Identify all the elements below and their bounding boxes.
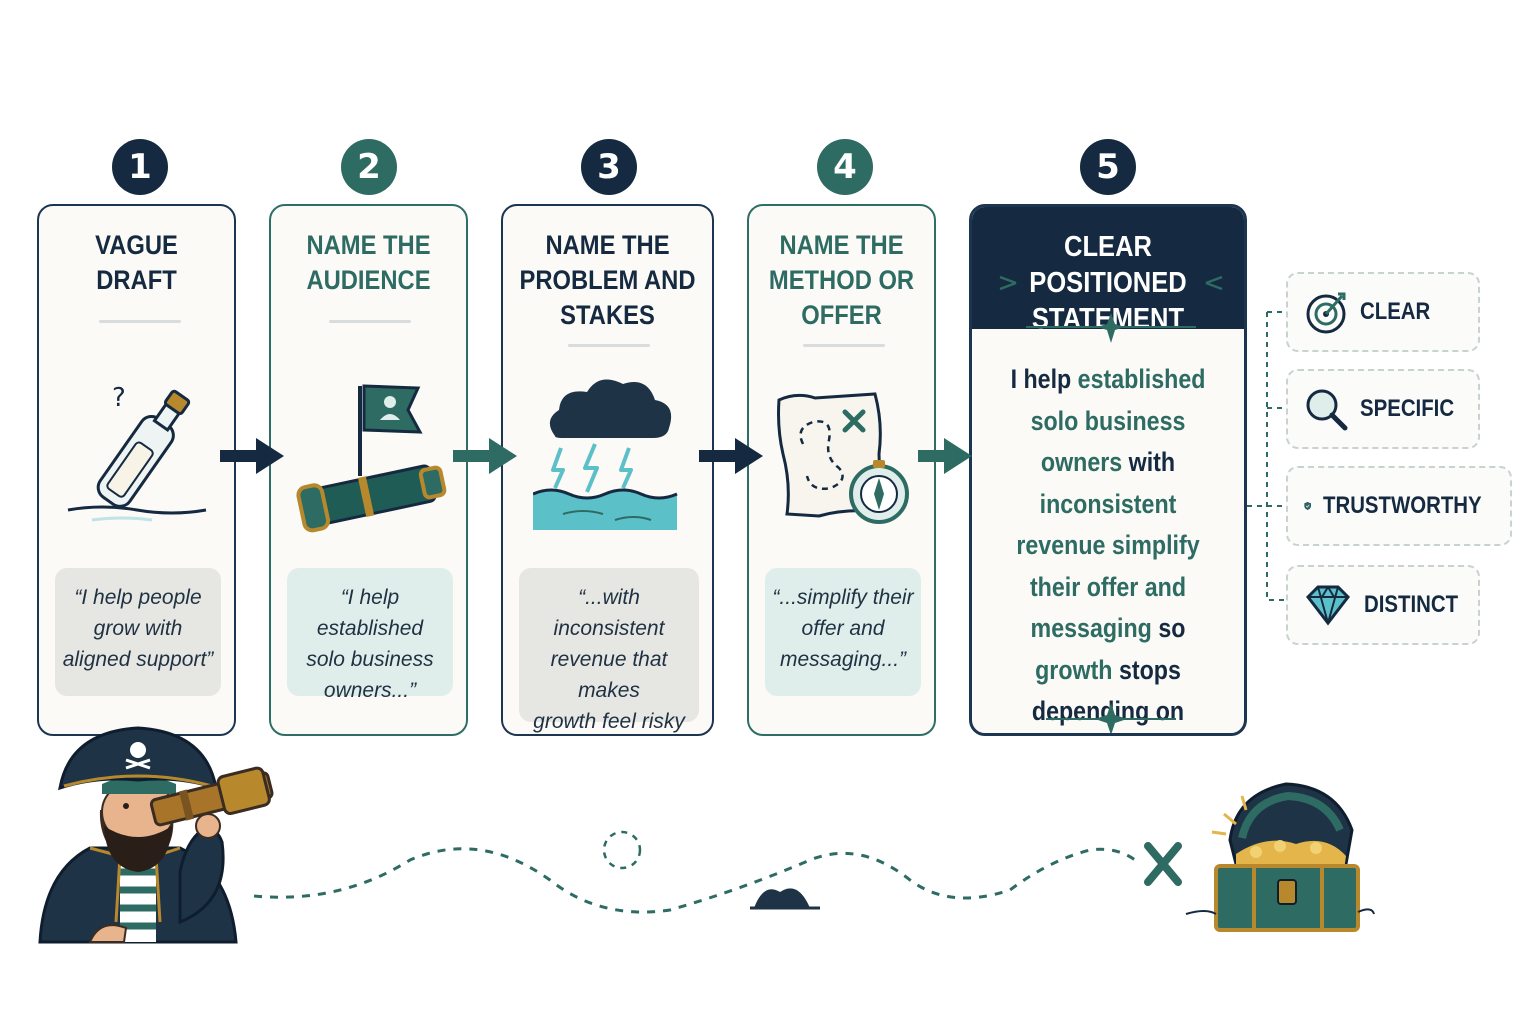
- step-card-vague-draft: VAGUE DRAFT ? “I help people grow with a…: [37, 204, 236, 736]
- sparkle-icon: [999, 275, 1223, 291]
- step-card-method: NAME THE METHOD OR OFFER “...simplify th…: [747, 204, 936, 736]
- title-divider: [803, 344, 885, 347]
- step-2-badge: 2: [341, 139, 397, 195]
- svg-text:?: ?: [112, 383, 126, 413]
- statement-highlight: established solo business owners: [1030, 364, 1206, 477]
- quality-distinct: DISTINCT: [1286, 565, 1480, 645]
- step-quote: “I help people grow with aligned support…: [55, 568, 221, 696]
- storm-cloud-icon: [503, 370, 712, 530]
- final-header: CLEAR POSITIONED STATEMENT: [972, 207, 1244, 335]
- title-divider: [568, 344, 650, 347]
- step-quote: “...with inconsistent revenue that makes…: [519, 568, 699, 733]
- compass-star-icon: [1046, 703, 1176, 733]
- treasure-path: [253, 830, 1182, 914]
- diamond-icon: [1306, 585, 1350, 626]
- statement-text: with: [1122, 447, 1176, 477]
- statement-highlight: growth: [1035, 654, 1113, 685]
- statement-text: I help: [1010, 364, 1078, 394]
- magnifier-icon: [1306, 389, 1348, 431]
- final-statement-card: CLEAR POSITIONED STATEMENT I help establ…: [969, 204, 1247, 736]
- positioned-statement: I help established solo business owners …: [1003, 359, 1213, 733]
- quality-label: TRUSTWORTHY: [1323, 492, 1483, 519]
- step-title: VAGUE DRAFT: [95, 230, 178, 295]
- treasure-chest-icon: [1185, 782, 1375, 932]
- treasure-map-compass-icon: [749, 384, 934, 544]
- message-in-bottle-icon: ?: [39, 376, 234, 526]
- final-title: CLEAR POSITIONED STATEMENT: [1029, 231, 1187, 335]
- arrow-right-icon: [918, 438, 972, 474]
- step-title: NAME THE AUDIENCE: [306, 230, 431, 295]
- arrow-right-icon: [699, 438, 763, 474]
- shield-check-icon: [1304, 502, 1311, 510]
- step-5-badge: 5: [1080, 139, 1136, 195]
- step-card-problem: NAME THE PROBLEM AND STAKES “...with inc…: [501, 204, 714, 736]
- statement-text: so: [1151, 613, 1186, 643]
- quality-label: DISTINCT: [1364, 591, 1459, 618]
- step-3-badge: 3: [581, 139, 637, 195]
- statement-highlight: inconsistent revenue: [1016, 488, 1177, 561]
- step-card-audience: NAME THE AUDIENCE “I help established so…: [269, 204, 468, 736]
- step-4-badge: 4: [817, 139, 873, 195]
- step-quote: “...simplify their offer and messaging..…: [765, 568, 921, 696]
- arrow-right-icon: [220, 438, 284, 474]
- quality-label: CLEAR: [1360, 298, 1431, 325]
- title-divider: [329, 320, 411, 323]
- step-title: NAME THE PROBLEM AND STAKES: [519, 230, 696, 330]
- flag-and-spyglass-icon: [271, 366, 466, 536]
- quality-specific: SPECIFIC: [1286, 369, 1480, 449]
- step-title: NAME THE METHOD OR OFFER: [768, 230, 915, 330]
- quality-connector: [1247, 311, 1287, 601]
- step-quote: “I help established solo business owners…: [287, 568, 453, 702]
- pirate-illustration: [38, 726, 274, 944]
- quality-label: SPECIFIC: [1360, 395, 1455, 422]
- quality-trustworthy: TRUSTWORTHY: [1286, 466, 1512, 546]
- statement-highlight: simplify their offer and messaging: [1029, 530, 1200, 643]
- arrow-right-icon: [453, 438, 517, 474]
- compass-star-icon: [1026, 313, 1196, 343]
- target-icon: [1306, 292, 1346, 334]
- title-divider: [99, 320, 181, 323]
- step-1-badge: 1: [112, 139, 168, 195]
- quality-clear: CLEAR: [1286, 272, 1480, 352]
